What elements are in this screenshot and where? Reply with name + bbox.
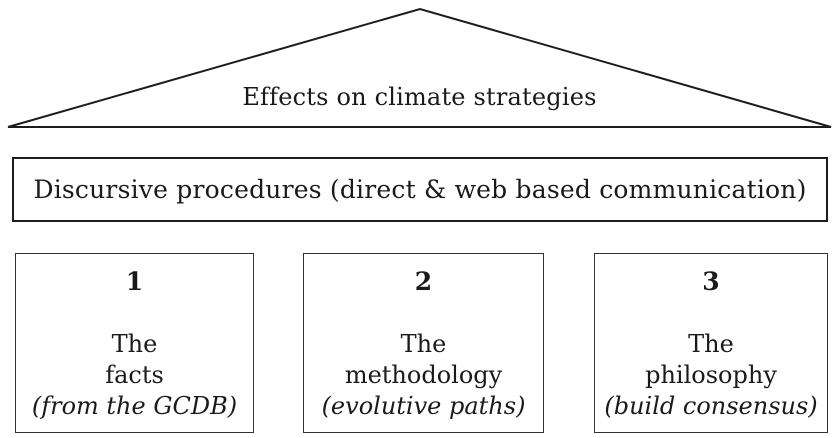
banner-label: Discursive procedures (direct & web base… (33, 175, 807, 204)
box-philosophy: 3 The philosophy (build consensus) (594, 253, 828, 433)
box-facts-number: 1 (125, 267, 144, 296)
box-facts: 1 The facts (from the GCDB) (15, 253, 254, 433)
box-philosophy-caption: (build consensus) (604, 392, 818, 420)
box-methodology-line1: The (400, 330, 447, 358)
box-philosophy-text-group: The philosophy (build consensus) (604, 329, 817, 422)
box-philosophy-line2: philosophy (645, 361, 777, 389)
banner-box: Discursive procedures (direct & web base… (12, 157, 828, 222)
box-methodology-number: 2 (414, 267, 433, 296)
box-methodology: 2 The methodology (evolutive paths) (303, 253, 544, 433)
box-facts-text-group: The facts (from the GCDB) (32, 329, 237, 422)
box-philosophy-number: 3 (702, 267, 720, 296)
box-methodology-text-group: The methodology (evolutive paths) (322, 329, 526, 422)
box-facts-caption: (from the GCDB) (31, 392, 238, 420)
box-facts-line1: The (111, 330, 158, 358)
box-philosophy-line1: The (688, 330, 734, 358)
triangle-shape (7, 7, 832, 128)
box-facts-line2: facts (105, 361, 164, 389)
triangle-label: Effects on climate strategies (242, 83, 597, 111)
box-methodology-line2: methodology (344, 361, 503, 389)
box-methodology-caption: (evolutive paths) (321, 392, 526, 420)
